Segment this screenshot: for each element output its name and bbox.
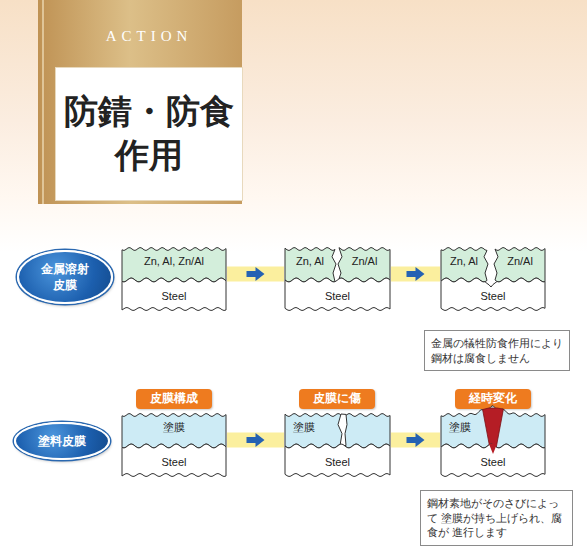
coat-outline (441, 248, 488, 282)
node-text: 塗料皮膜 (36, 433, 88, 449)
node-text: 塗膜 (293, 421, 315, 434)
node-text: Zn/Al (352, 255, 378, 268)
arrow-band (227, 433, 284, 448)
node-text: 経時変化 (469, 391, 517, 407)
node-text: Steel (325, 290, 350, 303)
coating-layer: 塗膜 (441, 412, 545, 448)
coating-layer: 塗膜 (285, 412, 390, 448)
coat-outline (285, 414, 390, 448)
steel-outline (441, 444, 545, 476)
steel-outline (441, 278, 545, 310)
node-text: Steel (161, 290, 186, 303)
process-arrow (391, 267, 440, 281)
steel-layer: Steel (285, 444, 390, 478)
coat-outline (494, 248, 545, 282)
arrow-head (247, 433, 265, 447)
node-text: Zn/Al (507, 255, 533, 268)
panel-highlight (42, 0, 44, 204)
coating-layer: Zn, Al (441, 246, 487, 282)
stage-tag: 皮膜構成 (136, 389, 212, 409)
steel-outline (285, 444, 390, 476)
rust (489, 444, 497, 454)
crack (338, 414, 347, 446)
gold-panel (38, 0, 242, 204)
arrow-band (391, 433, 440, 448)
coat-outline (338, 248, 390, 282)
steel-layer: Steel (441, 444, 545, 478)
node-text: Steel (480, 290, 505, 303)
node-text: Steel (480, 456, 505, 469)
coating-layer: Zn, Al (285, 246, 335, 282)
steel-layer: Steel (441, 278, 545, 312)
arrow-band (227, 267, 284, 282)
coating-layer: Zn, Al, Zn/Al (122, 246, 226, 282)
coating-layer: 塗膜 (122, 412, 226, 448)
node-text: 鋼材素地がそのさびによって 塗膜が持ち上げられ、腐食が 進行します (427, 496, 566, 540)
node-text: Zn, Al (450, 255, 478, 268)
note-box: 金属の犠牲防食作用により 鋼材は腐食しません (424, 330, 570, 371)
node-text: 塗膜 (163, 421, 185, 434)
arrow-head (407, 267, 425, 281)
node-text: Steel (161, 456, 186, 469)
coat-outline (441, 406, 545, 448)
process-arrow (227, 433, 284, 447)
node-text: Steel (325, 456, 350, 469)
node-text: 塗膜 (449, 421, 471, 434)
method-badge: 塗料皮膜 (14, 422, 110, 460)
title-text: 防錆・防食 作用 (61, 90, 237, 178)
coat-outline (122, 414, 226, 448)
title-box: 防錆・防食 作用 (56, 68, 242, 200)
steel-outline (122, 278, 226, 310)
method-badge: 金属溶射 皮膜 (17, 250, 113, 304)
steel-outline (122, 444, 226, 476)
steel-layer: Steel (122, 278, 226, 312)
note-box: 鋼材素地がそのさびによって 塗膜が持ち上げられ、腐食が 進行します (420, 490, 573, 546)
rust (483, 408, 504, 448)
node-text: Zn, Al, Zn/Al (144, 255, 204, 268)
arrow-band (391, 267, 440, 282)
node-text: 金属溶射 皮膜 (39, 261, 91, 293)
node-text: 皮膜に傷 (313, 391, 361, 407)
steel-layer: Steel (285, 278, 390, 312)
steel-outline (285, 278, 390, 310)
node-text: 金属の犠牲防食作用により 鋼材は腐食しません (431, 336, 563, 365)
node-text: 皮膜構成 (150, 391, 198, 407)
steel-layer: Steel (122, 444, 226, 478)
arrow-head (407, 433, 425, 447)
coating-layer: Zn/Al (495, 246, 545, 282)
process-arrow (227, 267, 284, 281)
node-text: Zn, Al (296, 255, 324, 268)
section-label: ACTION (56, 28, 242, 45)
coating-layer: Zn/Al (339, 246, 390, 282)
process-arrow (391, 433, 440, 447)
coat-outline (285, 248, 336, 282)
arrow-head (247, 267, 265, 281)
stage-tag: 皮膜に傷 (299, 389, 375, 409)
coat-outline (122, 248, 226, 282)
